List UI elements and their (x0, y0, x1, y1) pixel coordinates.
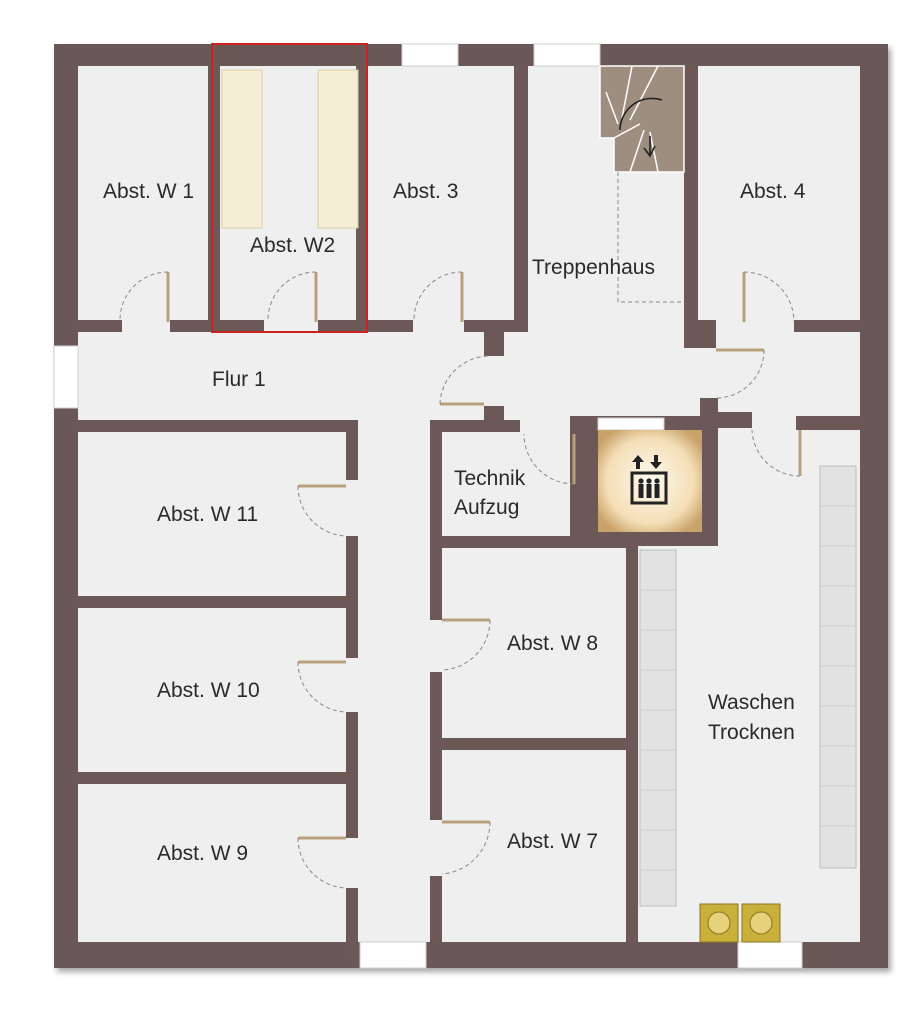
room-label-abst-w9: Abst. W 9 (157, 842, 248, 865)
room-label-abst-w10: Abst. W 10 (157, 679, 260, 702)
room-label-abst-w7: Abst. W 7 (507, 830, 598, 853)
room-label-abst-w11: Abst. W 11 (157, 503, 258, 526)
washing-machine-icon (699, 903, 781, 943)
room-label-aufzug: Aufzug (454, 496, 519, 519)
room-label-abst-w8: Abst. W 8 (507, 632, 598, 655)
fixtures-w2 (221, 69, 359, 229)
highlight-frame (211, 43, 368, 333)
shelving (639, 465, 857, 907)
room-label-abst-w2: Abst. W2 (250, 234, 335, 257)
staircase-icon (599, 65, 685, 303)
room-label-trocknen: Trocknen (708, 721, 795, 744)
room-label-abst-4: Abst. 4 (740, 180, 806, 203)
room-label-treppenhaus: Treppenhaus (532, 256, 655, 279)
room-label-abst-3: Abst. 3 (393, 180, 458, 203)
doors (119, 271, 802, 889)
windows (53, 43, 803, 969)
elevator (598, 430, 702, 532)
room-label-technik: Technik (454, 467, 526, 490)
room-label-flur-1: Flur 1 (212, 368, 266, 391)
room-label-waschen: Waschen (708, 691, 795, 714)
room-label-abst-w1: Abst. W 1 (103, 180, 194, 203)
elevator-icon (630, 455, 668, 505)
room-labels: Abst. W 1 Abst. W2 Abst. 3 Abst. 4 Trepp… (103, 180, 806, 865)
